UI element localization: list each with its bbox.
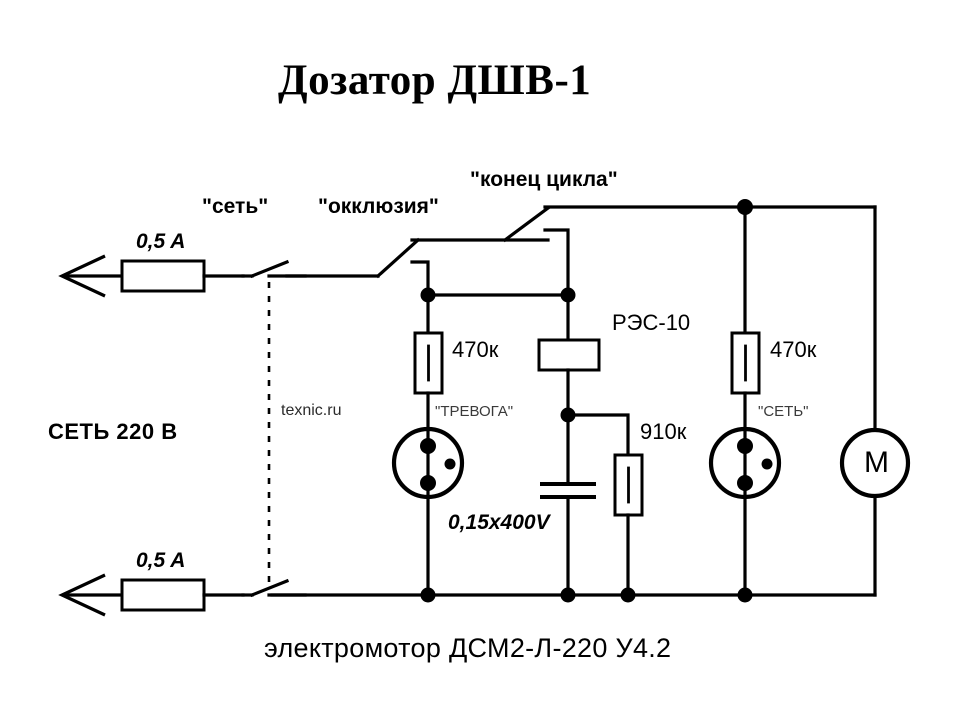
neon-lamp-alarm-symbol (391, 426, 465, 500)
bottom-caption: электромотор ДСМ2-Л-220 У4.2 (264, 633, 672, 663)
terminal-arrow-top (58, 254, 124, 298)
terminal-arrow-bottom (58, 573, 124, 617)
capacitor-symbol (540, 482, 596, 499)
switch-label-set: "сеть" (202, 195, 269, 218)
fuse-top-value: 0,5 A (136, 230, 186, 253)
capacitor-value: 0,15х400V (448, 511, 550, 534)
junction-dot (420, 587, 436, 603)
resistor-910k-value: 910к (640, 419, 687, 444)
motor-glyph: М (864, 446, 889, 479)
resistor-470k-alarm-value: 470к (452, 337, 499, 362)
resistor-470k-mains-value: 470к (770, 337, 817, 362)
junction-dot (737, 587, 753, 603)
resistor-470k-alarm-symbol (413, 331, 444, 395)
junction-dot (560, 587, 576, 603)
switch-okklyuziya-symbol (375, 237, 550, 297)
junction-dot (620, 587, 636, 603)
switch-konec-cikla-symbol (502, 205, 877, 297)
page-title: Дозатор ДШВ-1 (278, 57, 592, 104)
neon-lamp-mains-symbol (708, 426, 782, 500)
mains-supply-label: СЕТЬ 220 В (48, 419, 178, 444)
switch-label-konec-cikla: "конец цикла" (470, 168, 618, 191)
fuse-bottom-symbol (120, 578, 245, 612)
fuse-top-symbol (120, 259, 245, 293)
fuse-bottom-value: 0,5 A (136, 549, 186, 572)
switch-set-bottom-symbol (241, 578, 307, 598)
switch-set-top-symbol (241, 259, 307, 279)
lamp-alarm-tag: "ТРЕВОГА" (435, 403, 514, 420)
relay-coil-symbol (537, 338, 601, 372)
relay-label: РЭС-10 (612, 310, 691, 335)
wire-910k-branch (566, 413, 630, 457)
resistor-470k-mains-symbol (730, 331, 761, 395)
switch-label-okklyuziya: "окклюзия" (318, 195, 439, 218)
lamp-mains-tag: "СЕТЬ" (758, 403, 809, 420)
watermark: texnic.ru (281, 402, 342, 419)
resistor-910k-symbol (613, 453, 644, 517)
